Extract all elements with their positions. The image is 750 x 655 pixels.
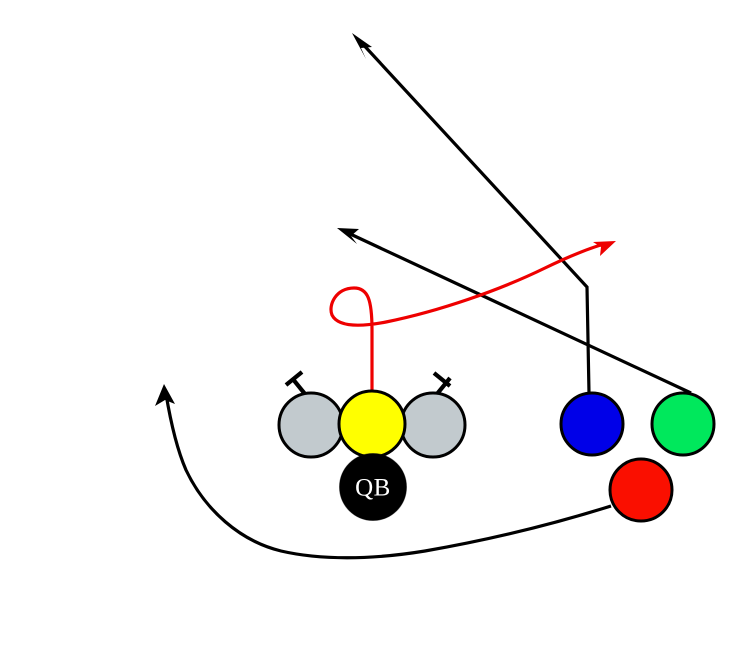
route-red-swing-path bbox=[164, 393, 612, 560]
block-left-marker bbox=[284, 370, 307, 396]
block-right-stem bbox=[435, 376, 452, 396]
route-green-drag[interactable] bbox=[337, 228, 692, 395]
player-receiver-red[interactable] bbox=[608, 457, 674, 523]
route-center-motion[interactable] bbox=[329, 241, 616, 390]
player-receiver-blue[interactable] bbox=[559, 391, 625, 457]
player-center[interactable] bbox=[337, 389, 407, 459]
left-lineman-circle bbox=[277, 391, 345, 459]
route-green-drag-path bbox=[345, 230, 692, 395]
receiver-red-circle bbox=[608, 457, 674, 523]
route-green-drag-arrowhead bbox=[337, 228, 359, 244]
player-receiver-green[interactable] bbox=[650, 391, 716, 457]
route-blue-post-path bbox=[357, 38, 591, 394]
right-lineman-circle bbox=[399, 391, 467, 459]
center-circle bbox=[337, 389, 407, 459]
route-center-motion-arrowhead bbox=[593, 241, 616, 256]
route-red-swing-arrowhead bbox=[155, 384, 175, 406]
receiver-blue-circle bbox=[559, 391, 625, 457]
block-left-cap bbox=[284, 370, 304, 387]
block-right-cap bbox=[432, 371, 452, 388]
route-blue-post[interactable] bbox=[352, 33, 591, 394]
route-center-motion-path bbox=[329, 241, 609, 390]
route-blue-post-arrowhead bbox=[352, 33, 372, 59]
player-right-lineman[interactable] bbox=[399, 391, 467, 459]
route-red-swing[interactable] bbox=[155, 384, 612, 560]
block-right-marker bbox=[432, 371, 452, 396]
quarterback-label: QB bbox=[355, 475, 391, 502]
player-quarterback[interactable]: QB bbox=[339, 453, 407, 521]
quarterback-circle bbox=[339, 453, 407, 521]
player-left-lineman[interactable] bbox=[277, 391, 345, 459]
receiver-green-circle bbox=[650, 391, 716, 457]
